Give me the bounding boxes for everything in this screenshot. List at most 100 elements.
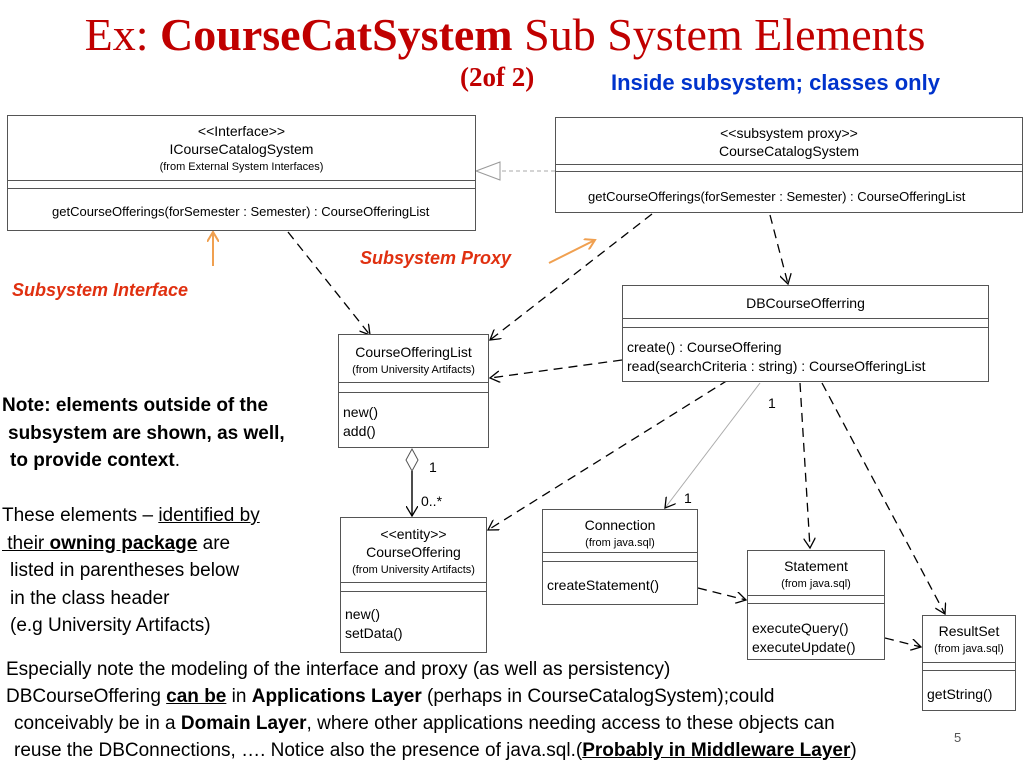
elements-identified: identified by	[158, 505, 260, 526]
class-divider	[923, 670, 1015, 671]
class-operation: setData()	[345, 625, 403, 641]
elements-line-4: in the class header	[10, 587, 170, 609]
assoc-db-connection	[665, 382, 761, 508]
bottom-text: DBCourseOffering	[6, 686, 167, 707]
elements-are: are	[197, 532, 231, 554]
class-icoursecatalogsystem: <<Interface>> ICourseCatalogSystem (from…	[7, 115, 476, 231]
note-period: .	[174, 450, 180, 471]
slide-title: Ex: CourseCatSystem Sub System Elements	[0, 8, 1010, 61]
class-operation: executeQuery()	[752, 620, 849, 636]
class-operation: new()	[343, 404, 379, 420]
class-resultset: ResultSet (from java.sql) getString()	[922, 615, 1016, 711]
elements-text: These elements –	[2, 505, 159, 526]
proxy-pointer-arrow	[548, 240, 595, 264]
class-operation: getString()	[927, 686, 993, 702]
class-statement: Statement (from java.sql) executeQuery()…	[747, 550, 885, 660]
class-operations: executeQuery() executeUpdate()	[752, 619, 882, 657]
title-prefix: Ex:	[84, 9, 161, 60]
bottom-line-3: conceivably be in a Domain Layer, where …	[6, 710, 857, 737]
elements-line-2: their owning package are	[2, 530, 260, 558]
class-operation: new()	[345, 606, 381, 622]
multiplicity-aggregation-bottom: 0..*	[421, 493, 443, 509]
bottom-text: in	[226, 686, 252, 707]
class-name: CourseOfferingList	[355, 344, 472, 360]
class-divider	[341, 582, 486, 583]
class-operation: create() : CourseOffering	[627, 339, 782, 355]
bottom-line-2: DBCourseOffering can be in Applications …	[6, 683, 857, 710]
bottom-domain-layer: Domain Layer	[180, 713, 307, 734]
class-name: Statement	[784, 558, 848, 574]
class-package: (from java.sql)	[934, 643, 1004, 655]
class-operation: getCourseOfferings(forSemester : Semeste…	[588, 189, 966, 204]
note-block: Note: elements outside of the subsystem …	[2, 392, 285, 475]
class-operation: executeUpdate()	[752, 639, 856, 655]
aggregation-diamond	[405, 447, 419, 473]
class-operations: new() setData()	[345, 605, 484, 643]
title-bold: CourseCatSystem	[160, 9, 513, 60]
class-operation: add()	[343, 423, 376, 439]
dep-connection-statement	[697, 587, 746, 600]
class-divider	[341, 591, 486, 592]
multiplicity-connection: 1	[684, 490, 692, 506]
bottom-text: )	[850, 740, 857, 761]
inside-annotation: Inside subsystem; classes only	[611, 70, 940, 95]
bottom-paragraph: Especially note the modeling of the inte…	[6, 656, 857, 764]
class-package: (from University Artifacts)	[352, 364, 475, 376]
dep-proxy-db	[769, 214, 788, 284]
note-text: : elements outside of the	[44, 395, 269, 416]
bottom-applications-layer: Applications Layer	[251, 686, 422, 707]
class-divider	[8, 180, 475, 181]
class-divider	[543, 552, 697, 553]
bottom-text: conceivably be in a	[14, 713, 181, 734]
multiplicity-db: 1	[768, 395, 776, 411]
note-context: to provide context	[10, 450, 175, 471]
class-package: (from External System Interfaces)	[159, 161, 324, 173]
class-dbcourseofferring: DBCourseOfferring create() : CourseOffer…	[622, 285, 989, 382]
class-divider	[339, 392, 488, 393]
class-connection: Connection (from java.sql) createStateme…	[542, 509, 698, 605]
class-divider	[339, 382, 488, 383]
elements-line-5: (e.g University Artifacts)	[10, 615, 211, 636]
note-line-3: to provide context.	[2, 447, 285, 475]
multiplicity-aggregation-top: 1	[429, 459, 437, 475]
subsystem-interface-label: Subsystem Interface	[12, 280, 189, 300]
class-stereotype: <<subsystem proxy>>	[720, 125, 858, 141]
class-operation: createStatement()	[547, 577, 660, 593]
page-number: 5	[954, 730, 962, 745]
note-label: Note	[2, 395, 45, 416]
dep-db-list	[490, 359, 623, 378]
bottom-line-4: reuse the DBConnections, …. Notice also …	[6, 737, 857, 764]
class-name: ResultSet	[938, 623, 1000, 639]
dep-db-resultset	[821, 382, 945, 614]
class-operation: read(searchCriteria : string) : CourseOf…	[627, 358, 926, 374]
bottom-middleware-layer: Probably in Middleware Layer	[582, 740, 851, 761]
class-divider	[8, 188, 475, 189]
class-name: CourseOffering	[366, 544, 461, 560]
class-courseoffering: <<entity>> CourseOffering (from Universi…	[340, 517, 487, 653]
class-divider	[748, 595, 884, 596]
class-name: CourseCatalogSystem	[718, 143, 860, 159]
class-stereotype: <<entity>>	[380, 526, 447, 542]
class-name: DBCourseOfferring	[746, 295, 865, 311]
title-suffix: Sub System Elements	[512, 9, 926, 60]
dep-statement-resultset	[884, 637, 921, 647]
class-divider	[556, 164, 1022, 165]
dep-interface-list	[287, 231, 370, 335]
dep-db-statement	[799, 382, 810, 548]
class-operations: create() : CourseOffering read(searchCri…	[627, 338, 986, 376]
bottom-text: (perhaps in CourseCatalogSystem);could	[421, 686, 775, 707]
note-line-2: subsystem are shown, as well,	[8, 422, 285, 444]
class-divider	[623, 318, 988, 319]
bottom-line-1: Especially note the modeling of the inte…	[6, 659, 671, 680]
elements-line-1: These elements – identified by	[2, 502, 260, 530]
elements-block: These elements – identified by their own…	[2, 502, 260, 640]
class-package: (from java.sql)	[585, 537, 655, 549]
dep-proxy-list	[490, 213, 653, 340]
bottom-text: , where other applications needing acces…	[306, 713, 835, 734]
subsystem-proxy-label: Subsystem Proxy	[360, 248, 512, 268]
class-courseofferinglist: CourseOfferingList (from University Arti…	[338, 334, 489, 448]
class-stereotype: <<Interface>>	[197, 123, 286, 139]
class-package: (from University Artifacts)	[352, 564, 475, 576]
class-divider	[923, 662, 1015, 663]
realization-head	[474, 161, 501, 181]
